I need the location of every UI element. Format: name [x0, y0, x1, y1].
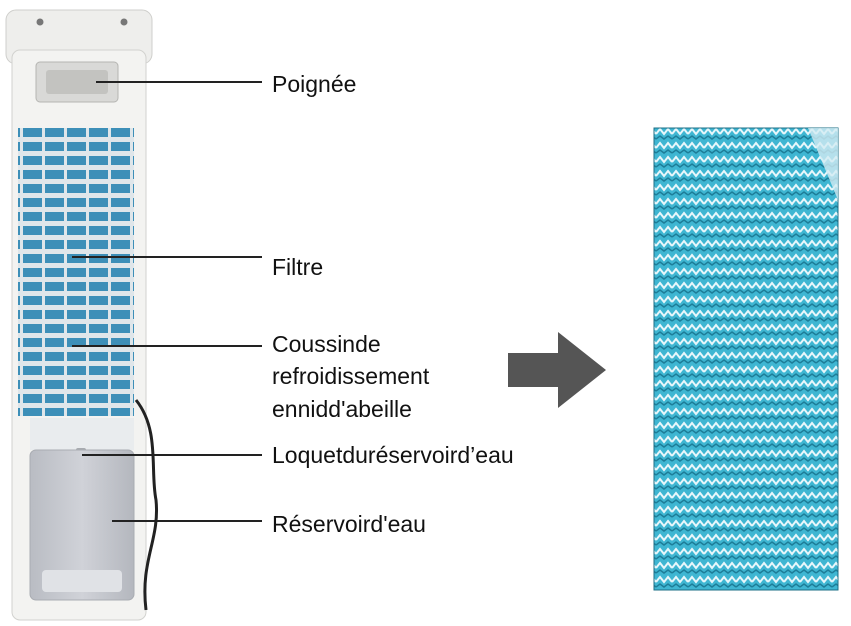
- leader-lines: [72, 81, 262, 522]
- label-pad-line3: ennidd'abeille: [272, 396, 412, 422]
- label-pad-line1: Coussinde: [272, 331, 381, 357]
- screw-icon: [36, 18, 44, 26]
- label-tank: Réservoird'eau: [272, 511, 426, 537]
- water-tank-graphic: [29, 449, 135, 601]
- power-cable-graphic: [134, 399, 159, 611]
- label-filter: Filtre: [272, 254, 324, 280]
- tower-cooler-illustration: [5, 9, 159, 621]
- label-handle: Poignée: [272, 71, 357, 97]
- label-pad-line2: refroidissement: [272, 363, 430, 389]
- screw-icon: [120, 18, 128, 26]
- honeycomb-pad-closeup: [653, 127, 839, 591]
- filter-grille-graphic: [18, 128, 134, 416]
- right-arrow-icon: [508, 332, 606, 408]
- label-latch: Loquetduréservoird’eau: [272, 442, 514, 468]
